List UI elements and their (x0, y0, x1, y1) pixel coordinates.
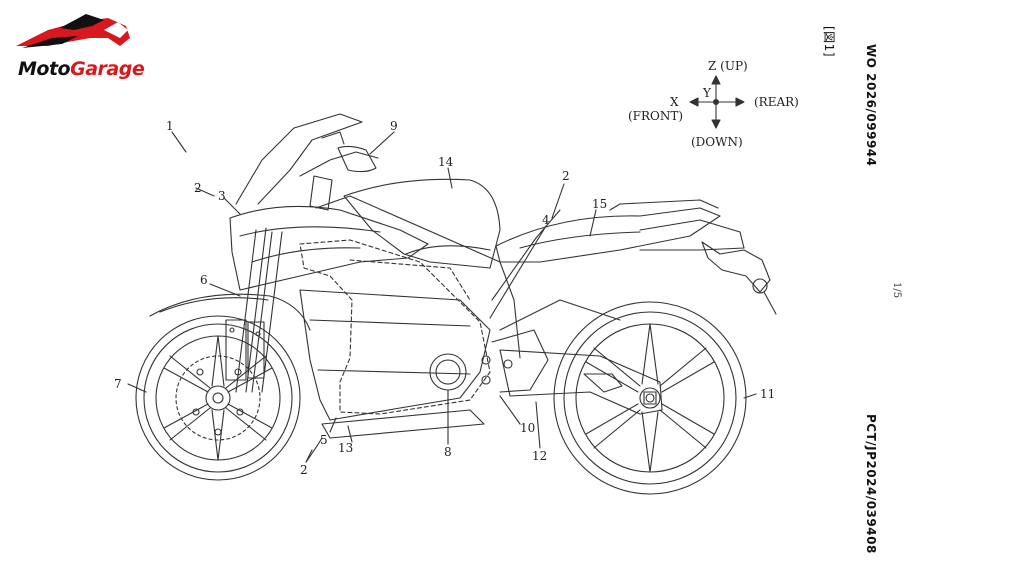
logo-wordmark: MotoGarage (18, 58, 145, 80)
under-cowl (321, 409, 485, 439)
ref-label-9: 9 (390, 119, 398, 133)
front-fairing (229, 205, 429, 291)
ref-label-2-front: 2 (194, 181, 202, 195)
axis-rear-label: (REAR) (754, 95, 799, 109)
ref-label-5: 5 (320, 433, 328, 447)
ref-label-15: 15 (592, 197, 607, 211)
axis-front-label: (FRONT) (628, 109, 683, 123)
ref-label-2-bottom: 2 (300, 463, 308, 477)
motor (429, 353, 467, 391)
ref-label-12: 12 (532, 449, 547, 463)
main-frame (315, 195, 521, 359)
battery-outline (299, 239, 491, 415)
motogarage-logo[interactable]: MotoGarage (8, 8, 145, 80)
logo-wordmark-part1: Moto (18, 58, 71, 80)
ref-label-4: 4 (542, 213, 550, 227)
tail-light-icon (752, 278, 768, 294)
ref-label-13: 13 (338, 441, 353, 455)
seat (495, 207, 721, 263)
ref-label-11: 11 (760, 387, 775, 401)
axis-up-label: Z (UP) (708, 59, 748, 73)
tail-section (639, 219, 745, 251)
axis-down-label: (DOWN) (691, 135, 743, 149)
axis-x-label: X (670, 95, 679, 109)
axis-indicator (689, 75, 745, 129)
ref-label-8: 8 (444, 445, 452, 459)
ref-label-2-rear: 2 (562, 169, 570, 183)
axis-y-label: Y (702, 86, 712, 100)
fuel-tank (343, 178, 501, 269)
swingarm (499, 349, 663, 415)
footpeg-icon (481, 355, 491, 365)
handlebar (299, 131, 379, 211)
front-wheel (135, 315, 301, 481)
logo-swoosh-icon (16, 14, 130, 48)
rear-hugger (701, 241, 771, 293)
ref-label-14: 14 (438, 155, 454, 169)
rear-wheel (553, 301, 747, 495)
windscreen (235, 113, 363, 205)
ref-label-3: 3 (218, 189, 226, 203)
logo-wordmark-part2: Garage (70, 58, 145, 80)
side-body (299, 289, 491, 421)
ref-label-7: 7 (114, 377, 122, 391)
ref-label-10: 10 (520, 421, 535, 435)
rear-frame (491, 209, 561, 301)
ref-label-1: 1 (166, 119, 174, 133)
front-fender (149, 293, 311, 331)
ref-label-6: 6 (200, 273, 208, 287)
front-fork (225, 227, 283, 393)
